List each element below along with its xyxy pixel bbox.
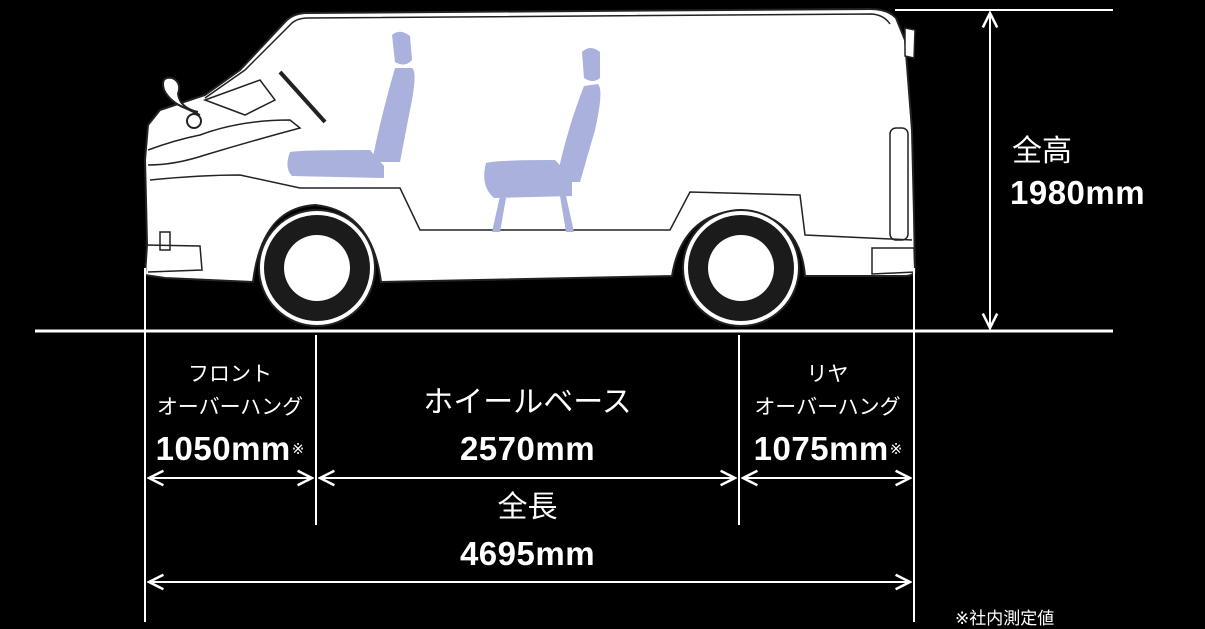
van-dashboard [202,79,277,116]
van-rear-handle [904,27,916,59]
front-wheel [258,209,376,327]
van-front-plate [159,231,171,251]
height-value: 1980mm [1010,174,1146,211]
rear-overhang-note-mark: ※ [889,440,903,458]
wheelbase-label: ホイールベース [423,385,632,420]
front-overhang-value-wrap: 1050mm※ [146,432,314,465]
overall-length-value: 4695mm [459,535,596,572]
van-body [143,7,917,284]
passenger-seat [484,48,601,232]
height-label: 全高 [1012,134,1072,169]
rear-overhang-label-2: オーバーハング [754,395,901,419]
driver-seat [287,31,415,178]
front-overhang-value: 1050mm [155,430,291,467]
front-overhang-label-2: オーバーハング [156,395,304,419]
rear-overhang-value-wrap: 1075mm※ [743,432,913,465]
overall-length-label: 全長 [497,490,558,525]
rear-overhang-value: 1075mm [753,430,889,467]
van-steering-wheel [278,70,327,124]
van-front-detail [147,119,302,166]
wheelbase-value: 2570mm [459,430,596,467]
front-overhang-note-mark: ※ [291,440,305,458]
van-rear-lamp [889,127,909,241]
van-window-line [204,13,891,99]
van-front-bumper [144,244,203,273]
rear-overhang-label-1: リヤ [806,362,849,386]
van-side-mirror [162,76,201,116]
footnote: ※社内測定値 [955,609,1055,629]
front-overhang-label-1: フロント [188,362,272,386]
rear-wheel [682,209,800,327]
van-silhouette [143,7,917,284]
van-beltline [149,174,913,241]
